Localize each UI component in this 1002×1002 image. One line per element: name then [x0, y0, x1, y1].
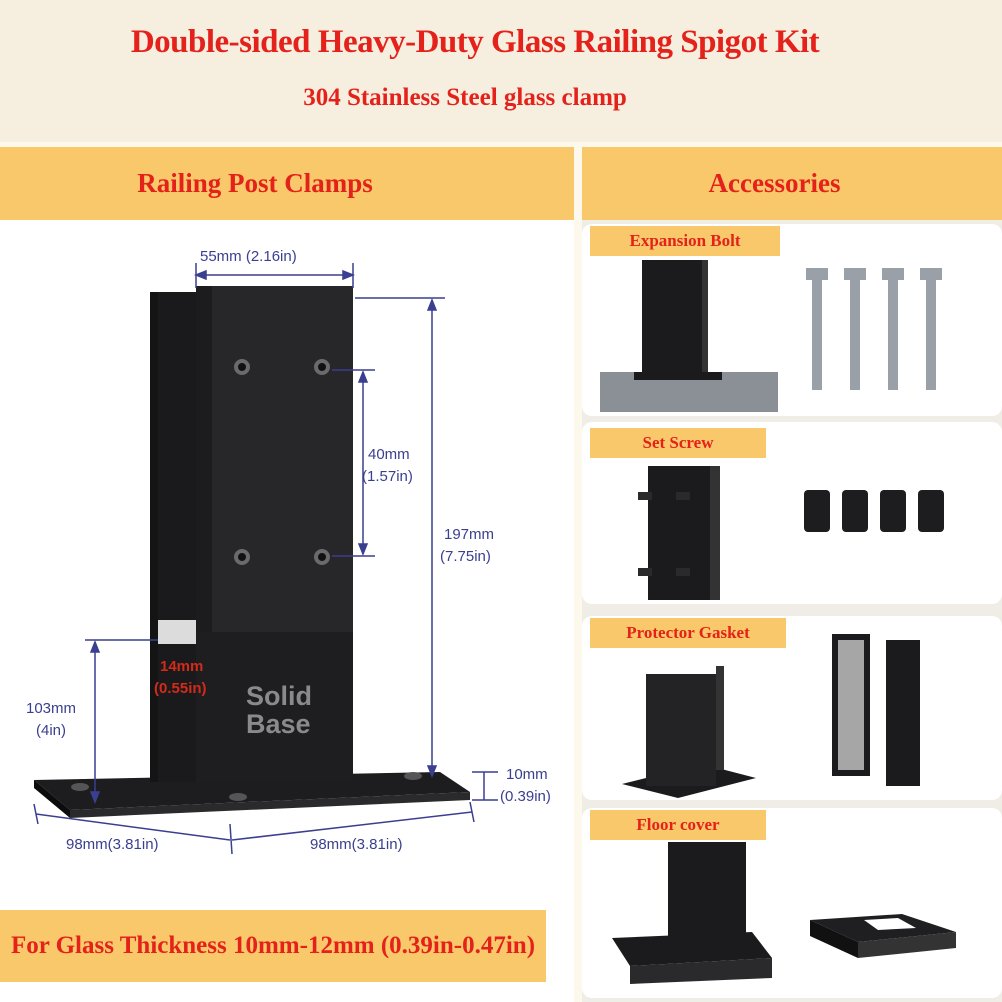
dimension-base-height-in: (4in) [36, 722, 67, 739]
accessory-card-set-screw: Set Screw [582, 422, 1002, 604]
right-section-header: Accessories [582, 147, 1002, 220]
right-section-title: Accessories [708, 168, 841, 198]
accessories-panel: Expansion Bolt Set Screw [582, 220, 1002, 1002]
dimension-base-height: 103mm [26, 700, 77, 717]
dimension-width: 55mm (2.16in) [200, 248, 297, 265]
bolt-icon [806, 268, 942, 390]
set-screw-image [638, 466, 944, 600]
logo-line-2: Base [246, 709, 311, 739]
accessory-card-expansion-bolt: Expansion Bolt [582, 224, 1002, 416]
dimension-slot: 14mm [160, 658, 204, 675]
dimension-slot-in: (0.55in) [154, 680, 207, 697]
accessory-label: Expansion Bolt [590, 226, 780, 256]
left-section-title: Railing Post Clamps [137, 168, 373, 198]
accessory-card-protector-gasket: Protector Gasket [582, 616, 1002, 800]
dimension-base-left: 98mm(3.81in) [66, 836, 159, 853]
gasket-icon [886, 640, 920, 786]
left-section-header: Railing Post Clamps [0, 147, 574, 220]
header: Double-sided Heavy-Duty Glass Railing Sp… [0, 0, 1002, 142]
dimension-base-right: 98mm(3.81in) [310, 836, 403, 853]
glass-thickness-banner: For Glass Thickness 10mm-12mm (0.39in-0.… [0, 910, 546, 982]
protector-gasket-image [622, 634, 920, 798]
dimension-hole-spacing-in: (1.57in) [362, 468, 413, 485]
product-panel: 55mm (2.16in) 40mm (1.57in) 197mm (7.75i… [0, 220, 574, 1002]
screw-icon [804, 490, 944, 532]
dimension-height: 197mm [444, 526, 495, 543]
spigot-illustration [33, 263, 498, 855]
accessory-label: Set Screw [590, 428, 766, 458]
logo-line-1: Solid [246, 681, 312, 711]
dimension-plate-in: (0.39in) [500, 788, 551, 805]
base-plate [34, 772, 470, 810]
solid-base-logo: Solid Base [246, 682, 312, 738]
accessory-card-floor-cover: Floor cover [582, 808, 1002, 998]
page-title: Double-sided Heavy-Duty Glass Railing Sp… [130, 24, 820, 60]
accessory-label: Protector Gasket [590, 618, 786, 648]
dimension-height-in: (7.75in) [440, 548, 491, 565]
expansion-bolt-image [600, 260, 942, 412]
dimension-plate: 10mm [506, 766, 548, 783]
floor-cover-image [612, 842, 956, 984]
page-subtitle: 304 Stainless Steel glass clamp [303, 84, 627, 111]
accessory-label: Floor cover [590, 810, 766, 840]
dimension-hole-spacing: 40mm [368, 446, 410, 463]
